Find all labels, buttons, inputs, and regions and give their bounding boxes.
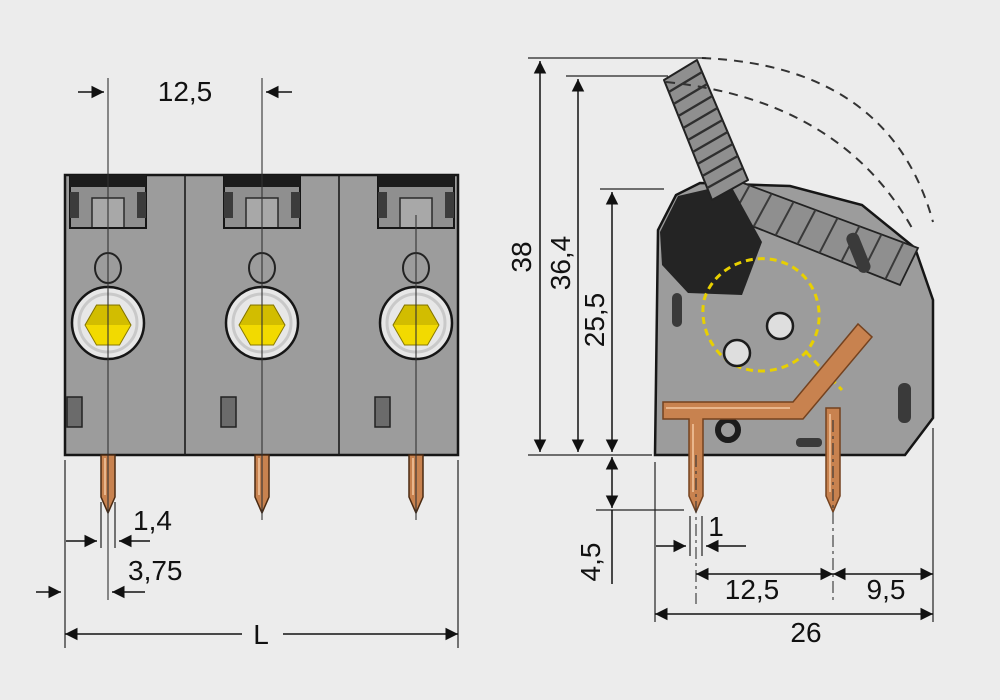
operating-lever xyxy=(663,59,749,201)
dim-side-pin-length: 4,5 xyxy=(575,457,619,584)
housing-slots xyxy=(672,232,911,447)
lever-ribs xyxy=(668,70,744,190)
dim-side-body-height: 25,5 xyxy=(579,192,619,452)
dim-front-length-label: L xyxy=(253,619,269,650)
spring-hole-1 xyxy=(722,338,752,368)
dim-side-lever-height: 36,4 xyxy=(545,79,585,452)
lever-swing-arc-inner xyxy=(665,81,913,229)
dim-front-length: L xyxy=(65,460,459,650)
dim-front-pin-offset-label: 3,75 xyxy=(128,555,183,586)
dim-front-pitch-label: 12,5 xyxy=(158,76,213,107)
dim-front-pin-width: 1,4 xyxy=(66,502,172,548)
dim-side-lever-height-label: 36,4 xyxy=(545,236,576,291)
dim-front-pin-width-label: 1,4 xyxy=(133,505,172,536)
bus-hole xyxy=(715,417,741,443)
side-view: 38 36,4 25,5 4,5 1 12,5 xyxy=(506,57,935,648)
dim-front-pin-offset: 3,75 xyxy=(36,460,183,648)
dim-side-pin-pitch-label: 12,5 xyxy=(725,574,780,605)
dim-side-total-height-label: 38 xyxy=(506,241,537,272)
dim-side-pin-length-label: 4,5 xyxy=(575,543,606,582)
dim-side-pin-width: 1 xyxy=(656,511,746,553)
dim-side-pin-pitch: 12,5 xyxy=(696,567,833,605)
lever-pivot-housing xyxy=(660,184,762,295)
busbar-and-pin-1 xyxy=(662,322,874,514)
lever-swing-arc xyxy=(701,57,934,223)
dim-side-edge-offset: 9,5 xyxy=(833,567,933,605)
dim-side-total-height: 38 xyxy=(506,61,547,452)
dim-side-total-depth: 26 xyxy=(655,607,933,648)
spring-hole-2 xyxy=(765,311,795,341)
front-view: 12,5 1,4 3,75 L xyxy=(36,76,460,650)
dim-side-pin-width-label: 1 xyxy=(708,511,724,542)
dim-side-edge-offset-label: 9,5 xyxy=(867,574,906,605)
dim-front-pitch: 12,5 xyxy=(78,76,292,107)
dim-side-total-depth-label: 26 xyxy=(790,617,821,648)
dim-side-body-height-label: 25,5 xyxy=(579,293,610,348)
